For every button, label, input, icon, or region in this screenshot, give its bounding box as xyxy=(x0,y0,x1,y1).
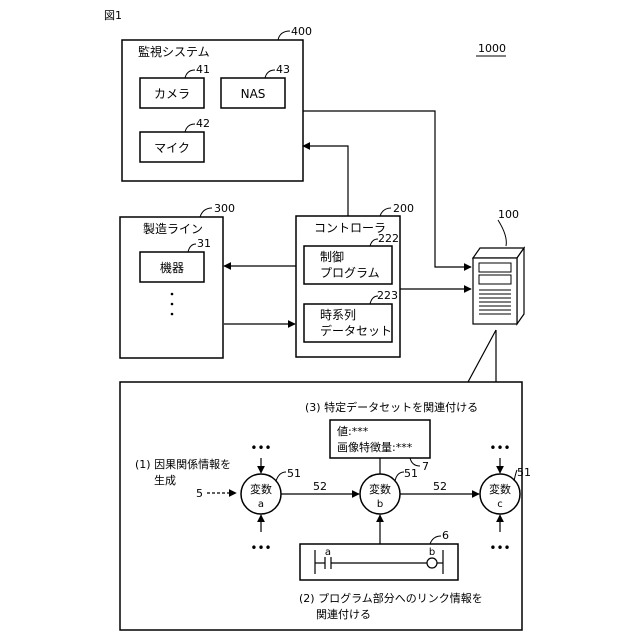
controller-title: コントローラ xyxy=(314,221,386,235)
variable-c-label: 変数 xyxy=(489,482,511,496)
control-program-ref: 222 xyxy=(378,232,399,245)
control-program-label-line1: 制御 xyxy=(320,249,344,264)
data-box-ref: 7 xyxy=(422,460,429,473)
ladder-ref: 6 xyxy=(442,529,449,542)
device-label: 機器 xyxy=(160,260,184,275)
dots-above-c: ••• xyxy=(489,441,510,455)
timeseries-label-line1: 時系列 xyxy=(320,308,356,322)
mic-ref: 42 xyxy=(196,117,210,130)
variable-a-sub: a xyxy=(258,499,264,510)
monitoring-ref: 400 xyxy=(291,25,312,38)
step1-label-line1: (1) 因果関係情報を xyxy=(135,458,231,471)
server-icon xyxy=(473,248,524,324)
data-box-line2: 画像特徴量:*** xyxy=(337,440,413,454)
server-ref: 100 xyxy=(498,208,519,221)
system-ref: 1000 xyxy=(478,42,506,55)
server-ref-leader xyxy=(498,220,506,246)
step2-label-line1: (2) プログラム部分へのリンク情報を xyxy=(299,591,483,605)
controller-ref-leader xyxy=(380,208,391,216)
timeseries-ref: 223 xyxy=(377,289,398,302)
step3-label: (3) 特定データセットを関連付ける xyxy=(305,400,478,414)
production-line-ref-leader xyxy=(200,208,212,217)
device-ref: 31 xyxy=(197,237,211,250)
figure-label: 図1 xyxy=(104,9,122,22)
dots-below-a: ••• xyxy=(250,541,271,555)
dots-above-a: ••• xyxy=(250,441,271,455)
nas-label: NAS xyxy=(241,87,266,101)
ladder-contact-a: a xyxy=(325,547,331,558)
ellipsis-dot xyxy=(171,313,174,316)
variable-b-ref: 51 xyxy=(404,467,418,480)
edge-a-b-ref: 52 xyxy=(313,480,327,493)
control-program-label-line2: プログラム xyxy=(320,266,380,280)
arrow-controller-to-monitoring xyxy=(303,146,348,216)
variable-c-ref: 51 xyxy=(517,466,531,479)
callout-line-left xyxy=(468,330,496,382)
nas-ref: 43 xyxy=(276,63,290,76)
variable-b-label: 変数 xyxy=(369,482,391,496)
variable-c-sub: c xyxy=(497,499,503,510)
variable-a-label: 変数 xyxy=(250,482,272,496)
production-line-title: 製造ライン xyxy=(143,222,203,236)
variable-b-sub: b xyxy=(377,499,383,510)
step2-label-line2: 関連付ける xyxy=(316,607,371,621)
mic-label: マイク xyxy=(154,141,190,155)
dots-below-c: ••• xyxy=(489,541,510,555)
ellipsis-dot xyxy=(171,293,174,296)
ellipsis-dot xyxy=(171,303,174,306)
monitoring-system-title: 監視システム xyxy=(138,44,210,59)
ladder-coil-b: b xyxy=(429,547,435,558)
edge-b-c-ref: 52 xyxy=(433,480,447,493)
production-line-ref: 300 xyxy=(214,202,235,215)
controller-ref: 200 xyxy=(393,202,414,215)
step1-label-line2: 生成 xyxy=(154,473,176,487)
data-box-line1: 値:*** xyxy=(337,425,369,438)
camera-label: カメラ xyxy=(154,87,190,101)
camera-ref: 41 xyxy=(196,63,210,76)
variable-a-ref: 51 xyxy=(287,467,301,480)
monitoring-ref-leader xyxy=(278,31,290,40)
input-ref: 5 xyxy=(196,487,203,500)
timeseries-label-line2: データセット xyxy=(320,323,392,338)
